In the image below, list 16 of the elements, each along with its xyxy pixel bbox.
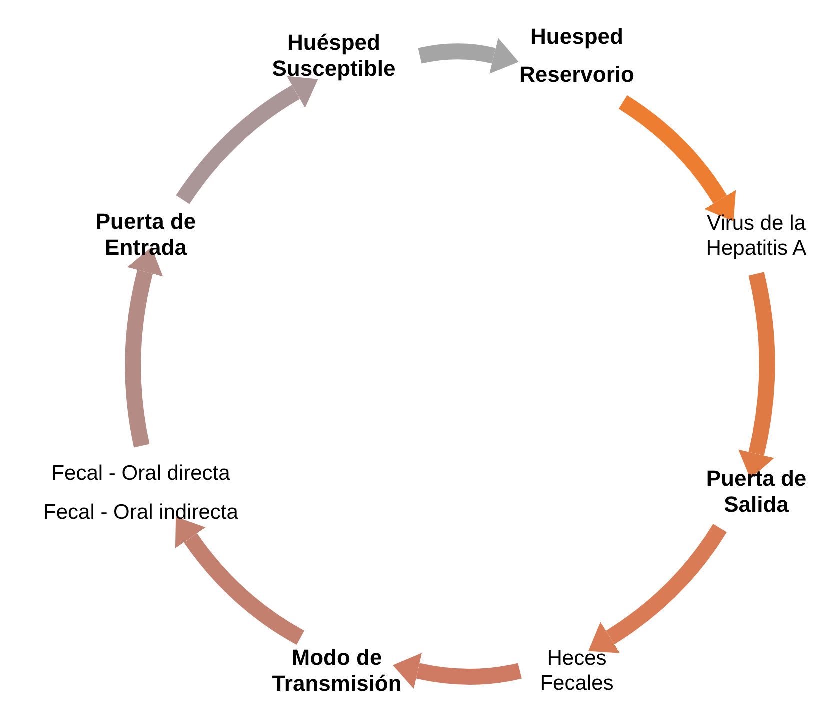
- node-label: Fecal - Oral directa: [52, 460, 230, 486]
- cycle-arrow: [588, 524, 727, 654]
- cycle-arrow: [618, 96, 736, 222]
- node-label: Puerta de Salida: [705, 466, 808, 518]
- node-label: Modo de Transmisión: [271, 644, 403, 698]
- node-label: Huesped Reservorio: [518, 22, 636, 89]
- node-label: Heces Fecales: [539, 646, 615, 696]
- node-label: Virus de la Hepatitis A: [705, 210, 808, 262]
- cycle-arrow: [418, 38, 519, 74]
- node-label: Fecal - Oral indirecta: [44, 500, 238, 526]
- node-label: Huésped Susceptible: [271, 30, 397, 82]
- cycle-arrow: [176, 76, 318, 204]
- cycle-arrow: [392, 652, 522, 690]
- cycle-arrow: [125, 247, 164, 448]
- cycle-arrow: [176, 517, 305, 645]
- node-label: Puerta de Entrada: [94, 208, 198, 262]
